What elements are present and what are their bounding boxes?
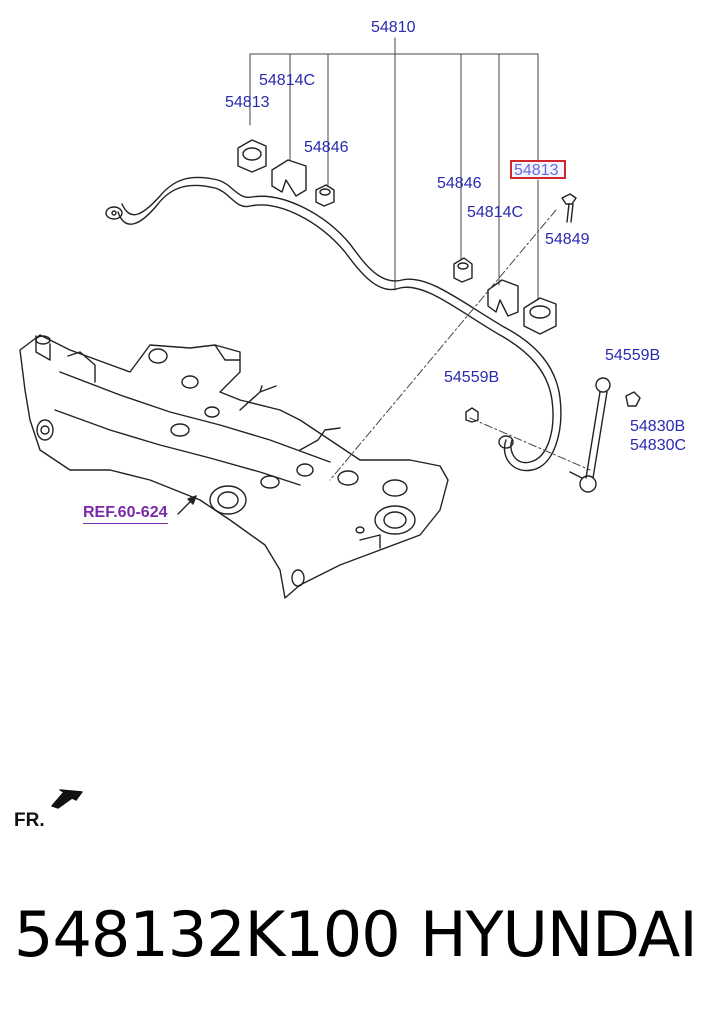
part-number: 548132K100 (14, 898, 401, 971)
assembly-dashed-lines (329, 209, 591, 481)
parts-diagram: 54810 54814C 54813 54846 54846 54813 548… (14, 19, 687, 831)
label-bushing-small-left: 54846 (304, 139, 349, 156)
label-bracket-left: 54814C (259, 72, 316, 89)
reference-label: REF.60-624 (83, 504, 168, 524)
bushing-right-parts (453, 193, 577, 335)
stabilizer-bar (105, 176, 562, 472)
front-marker: FR. (14, 810, 45, 831)
reference-arrow (177, 495, 197, 515)
leader-lines-stabilizer (249, 37, 539, 301)
bushing-left-parts (237, 139, 335, 207)
label-nut-right: 54559B (605, 347, 661, 364)
label-stabilizer-bar: 54810 (371, 19, 416, 36)
label-nut-left: 54559B (444, 369, 500, 386)
brand-name: HYUNDAI (420, 898, 698, 971)
label-bracket-right: 54814C (467, 204, 524, 221)
label-bushing-right-highlighted: 54813 (514, 162, 559, 179)
label-link-c: 54830C (630, 437, 687, 454)
subframe (19, 334, 449, 599)
highlight-box: 54813 (510, 160, 566, 179)
label-link-b: 54830B (630, 418, 686, 435)
stabilizer-link (465, 377, 641, 493)
label-bushing-left: 54813 (225, 94, 270, 111)
label-bolt: 54849 (545, 231, 590, 248)
diagram-line-art (19, 37, 641, 809)
label-bushing-small-right: 54846 (437, 175, 482, 192)
front-arrow-icon (51, 789, 83, 809)
